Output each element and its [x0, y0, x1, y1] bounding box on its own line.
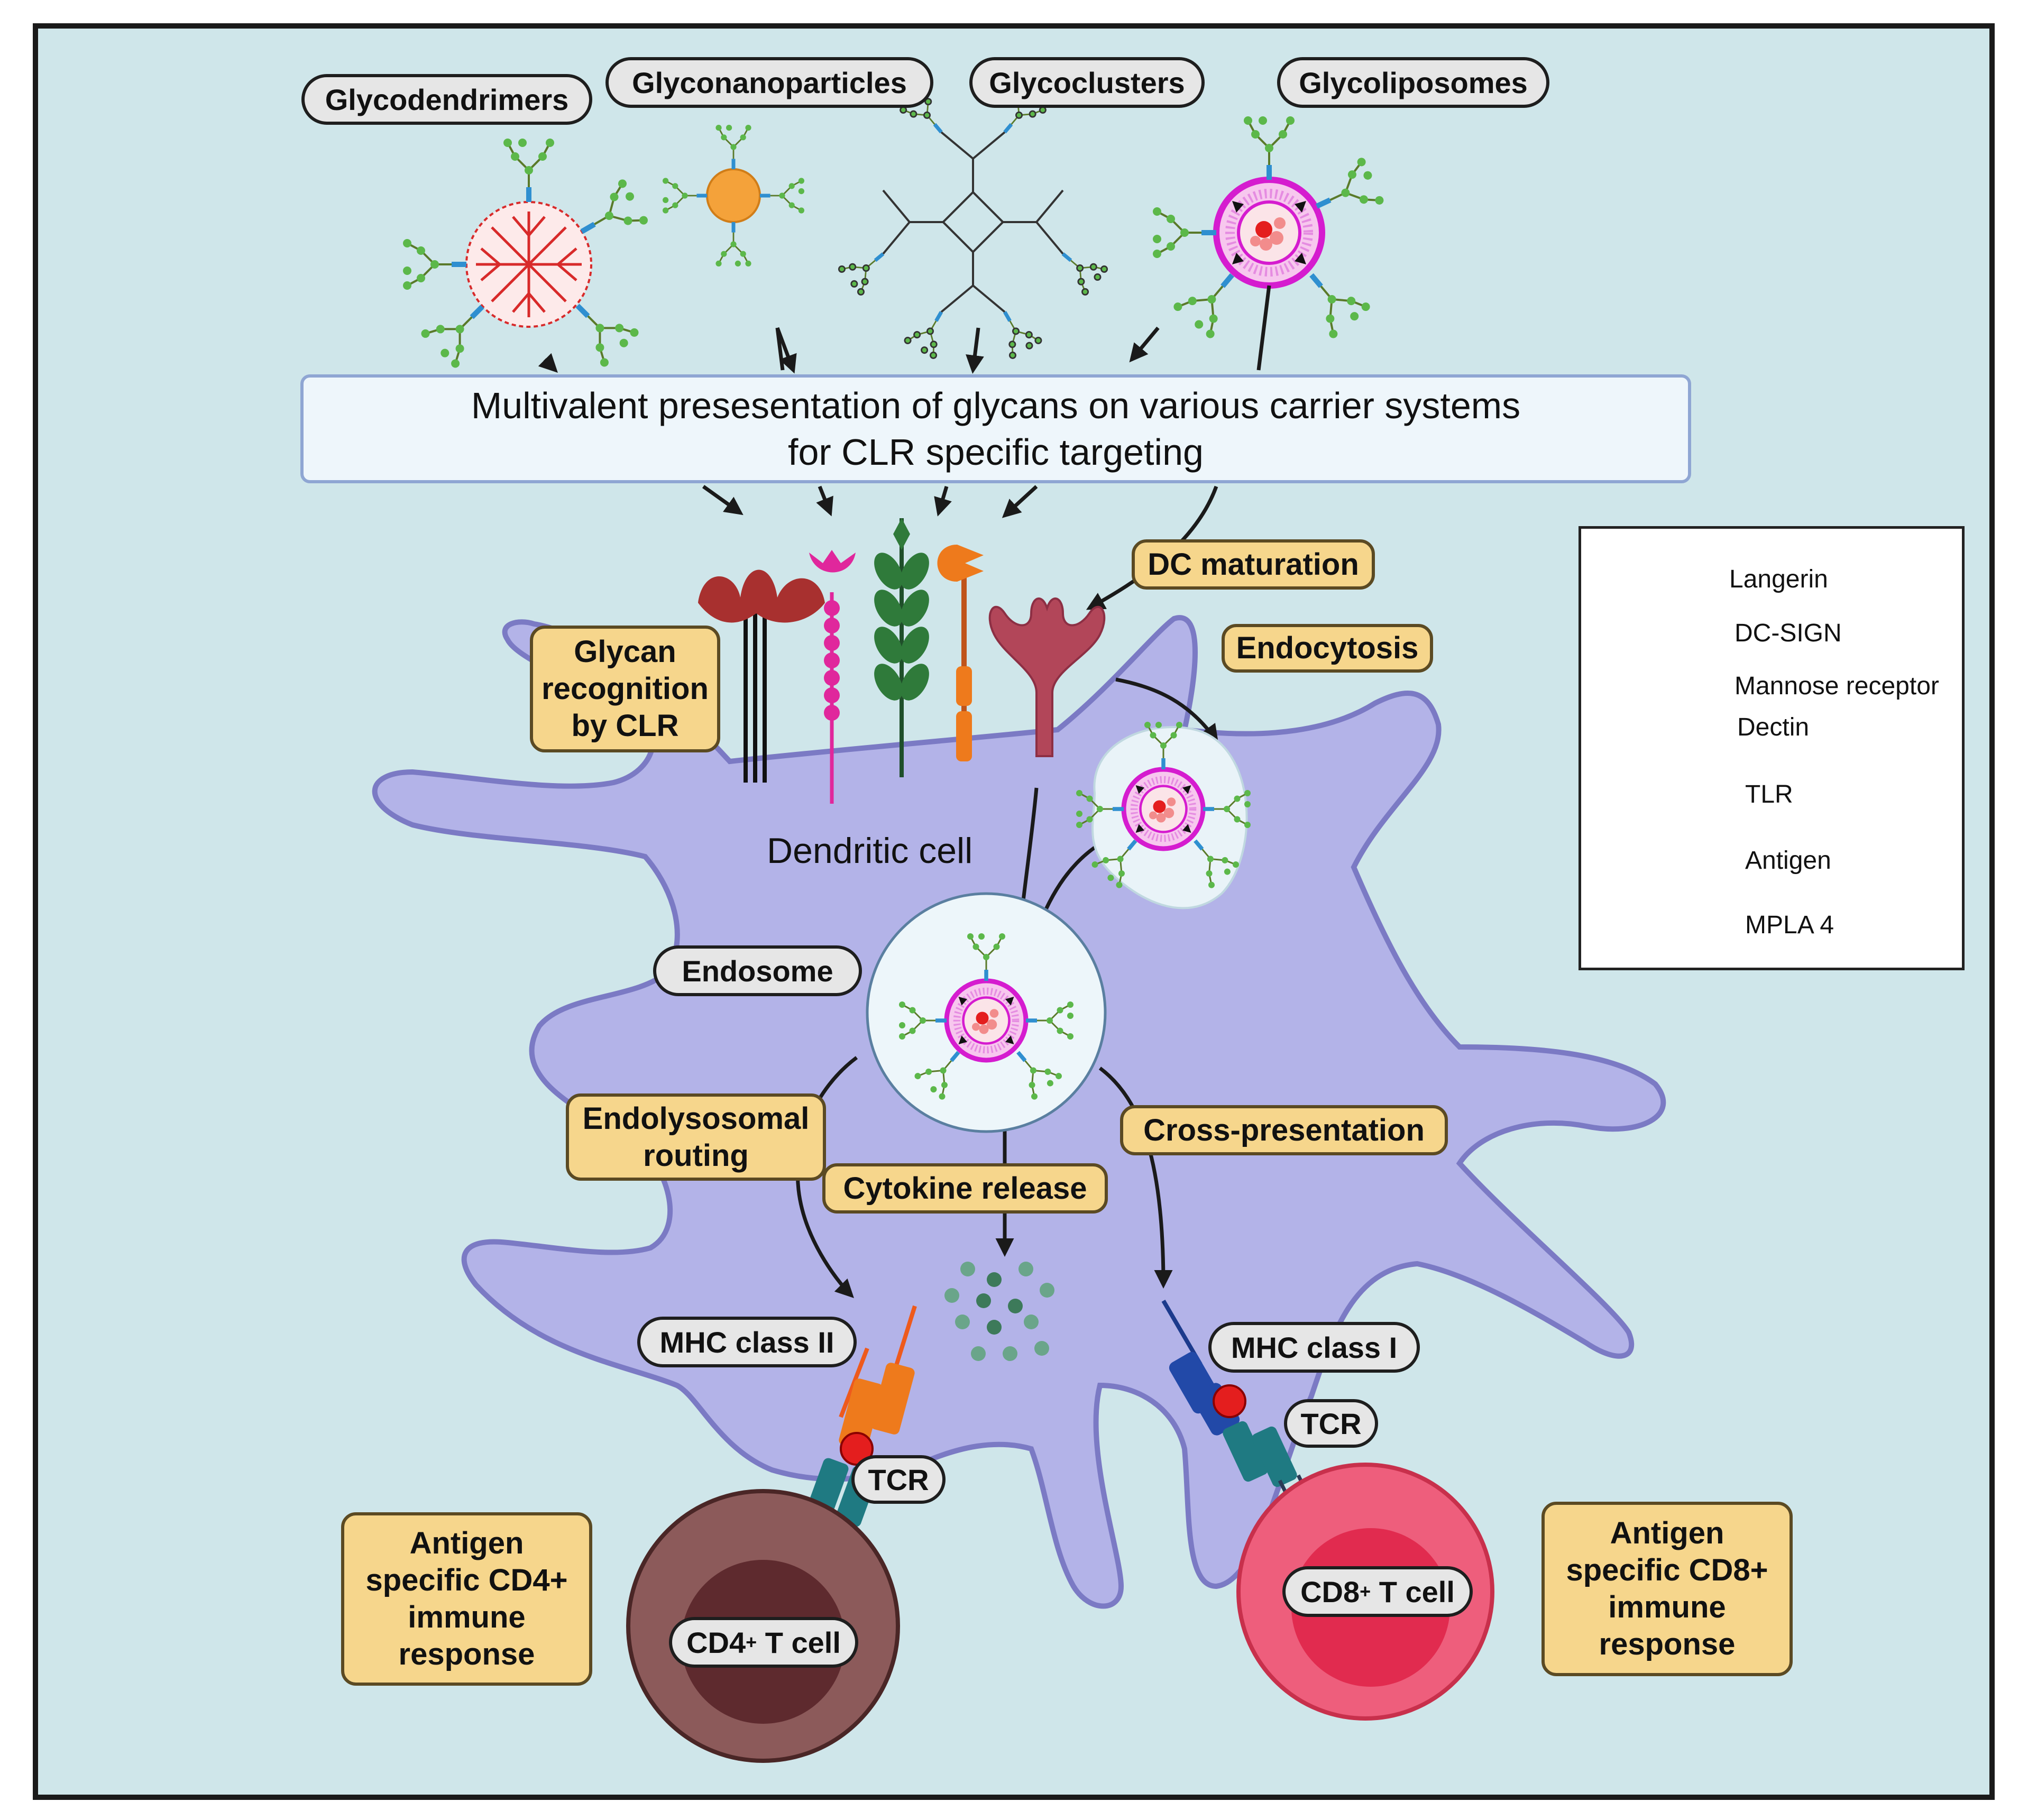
cd4-suffix: T cell	[757, 1625, 841, 1659]
banner-line-1: Multivalent presesentation of glycans on…	[471, 385, 1521, 426]
tlr-receptor	[988, 597, 1106, 757]
cd8-response-line-1: Antigen	[1610, 1516, 1724, 1550]
cd8-response-line-3: immune	[1608, 1590, 1726, 1624]
cytokines	[944, 1262, 1054, 1361]
cd4-response-line-2: specific CD4+	[365, 1563, 568, 1597]
tcr-right-label: TCR	[1284, 1399, 1378, 1448]
endolysosomal-routing-line-2: routing	[643, 1138, 749, 1173]
cd8-prefix: CD8	[1300, 1575, 1360, 1608]
cd4-superscript: +	[746, 1631, 757, 1653]
glycodendrimer-graphic	[403, 139, 649, 370]
cd8-response-label: Antigen specific CD8+ immune response	[1541, 1502, 1793, 1676]
endolysosomal-routing-line-1: Endolysosomal	[582, 1101, 810, 1136]
cd8-suffix: T cell	[1371, 1575, 1455, 1608]
cd8-superscript: +	[1360, 1580, 1371, 1602]
legend-box	[1579, 526, 1965, 970]
cross-presentation-label: Cross-presentation	[1120, 1105, 1448, 1155]
dc-maturation-label: DC maturation	[1132, 539, 1375, 590]
legend-mannose-receptor: Mannose receptor	[1735, 672, 1939, 700]
legend-mpla-4: MPLA 4	[1745, 911, 1834, 939]
cd4-response-line-1: Antigen	[409, 1526, 524, 1560]
legend-tlr: TLR	[1745, 780, 1793, 808]
legend-langerin: Langerin	[1729, 565, 1828, 593]
glycan-recognition-label: Glycan recognition by CLR	[530, 626, 720, 752]
legend-dectin: Dectin	[1737, 713, 1810, 741]
glyconanoparticle-graphic	[663, 125, 804, 266]
glycoliposome-graphic	[1153, 116, 1385, 340]
cd4-t-cell-label: CD4+ T cell	[669, 1617, 858, 1668]
tcr-left-label: TCR	[851, 1455, 946, 1504]
glyconanoparticles-label: Glyconanoparticles	[605, 57, 933, 108]
endosome-label: Endosome	[653, 945, 862, 996]
cd8-response-line-4: response	[1599, 1627, 1736, 1661]
langerin-receptor	[698, 569, 825, 783]
banner-line-2: for CLR specific targeting	[788, 431, 1204, 473]
glycodendrimers-label: Glycodendrimers	[301, 74, 592, 125]
multivalent-presentation-banner: Multivalent presesentation of glycans on…	[300, 374, 1691, 483]
legend-dc-sign: DC-SIGN	[1735, 619, 1842, 647]
cd4-response-label: Antigen specific CD4+ immune response	[341, 1512, 592, 1686]
cd8-t-cell-label: CD8+ T cell	[1282, 1566, 1473, 1617]
glycan-recognition-line-2: recognition	[542, 672, 709, 706]
cd4-response-line-3: immune	[408, 1600, 526, 1634]
cd4-response-line-4: response	[398, 1637, 535, 1671]
mhc-class-ii-label: MHC class II	[637, 1317, 857, 1367]
glycan-recognition-line-3: by CLR	[571, 709, 679, 743]
cd8-response-line-2: specific CD8+	[1566, 1553, 1768, 1587]
glycoliposomes-label: Glycoliposomes	[1277, 57, 1549, 108]
endocytosis-label: Endocytosis	[1222, 624, 1433, 673]
dectin-receptor	[937, 545, 984, 761]
legend-antigen: Antigen	[1745, 847, 1831, 875]
endolysosomal-routing-label: Endolysosomal routing	[566, 1093, 826, 1181]
dc-sign-receptor	[809, 550, 856, 804]
mannose-receptor	[874, 518, 929, 777]
dendritic-cell-label: Dendritic cell	[767, 831, 973, 871]
cytokine-release-label: Cytokine release	[822, 1163, 1108, 1214]
glycan-recognition-line-1: Glycan	[574, 635, 676, 669]
glycoclusters-label: Glycoclusters	[969, 57, 1205, 108]
cd4-prefix: CD4	[686, 1625, 746, 1659]
mhc-class-i-label: MHC class I	[1208, 1322, 1420, 1373]
glycocluster-graphic	[838, 87, 1108, 359]
